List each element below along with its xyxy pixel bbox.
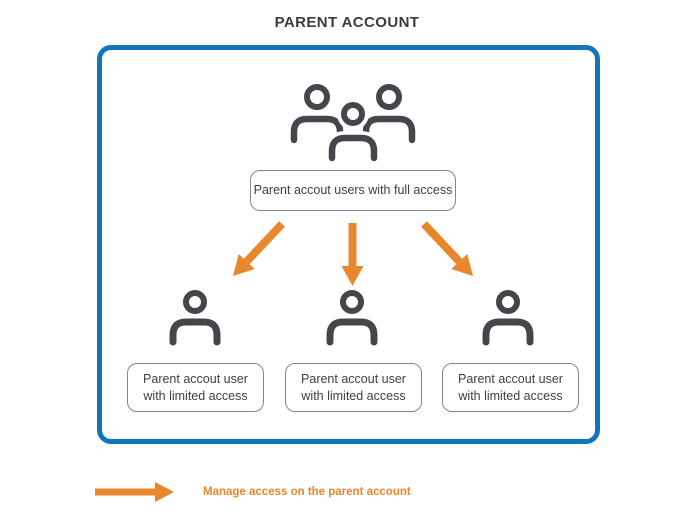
diagonal-down-left-arrow-icon [233,221,285,276]
limited-access-node: Parent accout user with limited access [127,363,264,412]
legend-label: Manage access on the parent account [203,486,411,498]
full-access-node: Parent accout users with full access [250,170,456,211]
parent-account-panel: Parent accout users with full access [97,45,600,444]
user-icon [169,290,221,346]
group-users-icon [290,84,416,164]
user-icon [290,84,344,144]
down-arrow-icon [341,223,364,286]
limited-access-node-label: Parent accout user with limited access [143,372,248,403]
user-icon [325,98,381,164]
legend: Manage access on the parent account [95,478,411,506]
user-icon [326,290,378,346]
limited-access-node: Parent accout user with limited access [442,363,579,412]
limited-access-node-label: Parent accout user with limited access [301,372,406,403]
user-icon [482,290,534,346]
user-icon [362,84,416,144]
limited-access-node: Parent accout user with limited access [285,363,422,412]
full-access-node-label: Parent accout users with full access [253,183,453,198]
right-arrow-icon [95,482,174,502]
access-arrows [233,221,473,286]
page-title: PARENT ACCOUNT [274,14,420,31]
limited-access-node-label: Parent accout user with limited access [458,372,563,403]
diagonal-down-right-arrow-icon [421,221,473,276]
